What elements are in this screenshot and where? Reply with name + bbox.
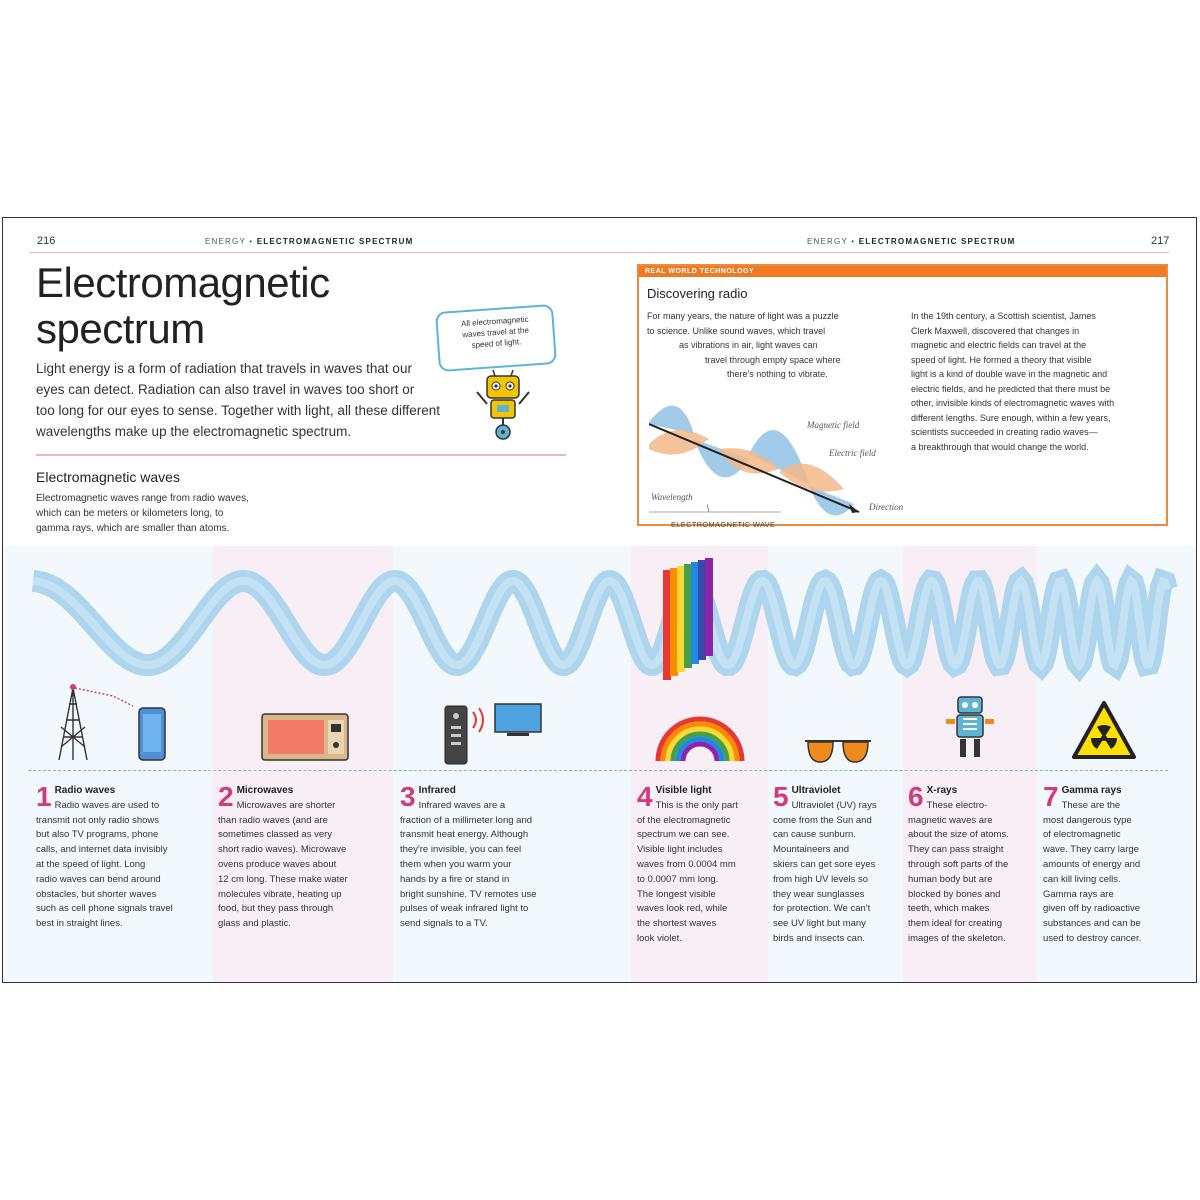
- spectrum-wave: [31, 558, 1178, 683]
- label-direction: Direction: [869, 502, 904, 512]
- running-head-right: ENERGY • ELECTROMAGNETIC SPECTRUM: [807, 237, 1016, 246]
- feature-box: REAL WORLD TECHNOLOGY Discovering radio …: [637, 264, 1168, 529]
- intro-paragraph: Light energy is a form of radiation that…: [36, 361, 440, 439]
- xray-robot-icon: [946, 696, 994, 757]
- spectrum-item-visible-light: 4 Visible light This is the only part of…: [637, 781, 738, 944]
- running-head-left: ENERGY • ELECTROMAGNETIC SPECTRUM: [205, 237, 414, 246]
- speech-bubble: All electromagnetic waves travel at the …: [435, 303, 557, 373]
- page-number-left: 216: [37, 235, 56, 247]
- feature-box-title: Discovering radio: [647, 286, 748, 301]
- visible-light-prism: [663, 558, 713, 680]
- section-rule: [36, 454, 566, 456]
- book-spread: 216 ENERGY • ELECTROMAGNETIC SPECTRUM EN…: [2, 217, 1197, 983]
- spectrum-item-infrared: 3 Infrared Infrared waves are a fraction…: [400, 781, 537, 930]
- spectrum-item-ultraviolet: 5 Ultraviolet Ultraviolet (UV) rays come…: [773, 781, 877, 944]
- page-number-right: 217: [1151, 235, 1170, 247]
- label-wavelength: Wavelength: [651, 492, 693, 502]
- spectrum-item-radio: 1 Radio waves Radio waves are used to tr…: [36, 781, 173, 930]
- spectrum-item-microwaves: 2 Microwaves Microwaves are shorter than…: [218, 781, 348, 930]
- icon-baseline: [28, 770, 1168, 771]
- tv-remote-icon: [444, 703, 542, 765]
- waves-heading: Electromagnetic waves: [36, 469, 180, 485]
- em-wave-diagram: [649, 405, 860, 516]
- microwave-oven-icon: [261, 713, 349, 761]
- header-rule: [29, 252, 1169, 253]
- page-title: Electromagnetic spectrum: [36, 259, 330, 352]
- feature-box-left-text: For many years, the nature of light was …: [647, 311, 841, 379]
- radiation-hazard-icon: [1072, 701, 1136, 759]
- label-electric-field: Electric field: [829, 448, 876, 458]
- feature-box-right-text: In the 19th century, a Scottish scientis…: [911, 311, 1115, 452]
- rainbow-icon: [655, 716, 745, 762]
- label-magnetic-field-text: Magnetic field: [807, 420, 860, 430]
- radio-tower-icon: [58, 684, 166, 761]
- diagram-caption: ELECTROMAGNETIC WAVE: [671, 520, 776, 529]
- robot-icon: [476, 369, 530, 440]
- spectrum-item-gamma-rays: 7 Gamma rays These are the most dangerou…: [1043, 781, 1142, 944]
- waves-description: Electromagnetic waves range from radio w…: [36, 493, 249, 534]
- feature-box-label: REAL WORLD TECHNOLOGY: [639, 266, 1166, 277]
- sunglasses-icon: [805, 740, 871, 763]
- spectrum-item-xrays: 6 X-rays These electro- magnetic waves a…: [908, 781, 1009, 944]
